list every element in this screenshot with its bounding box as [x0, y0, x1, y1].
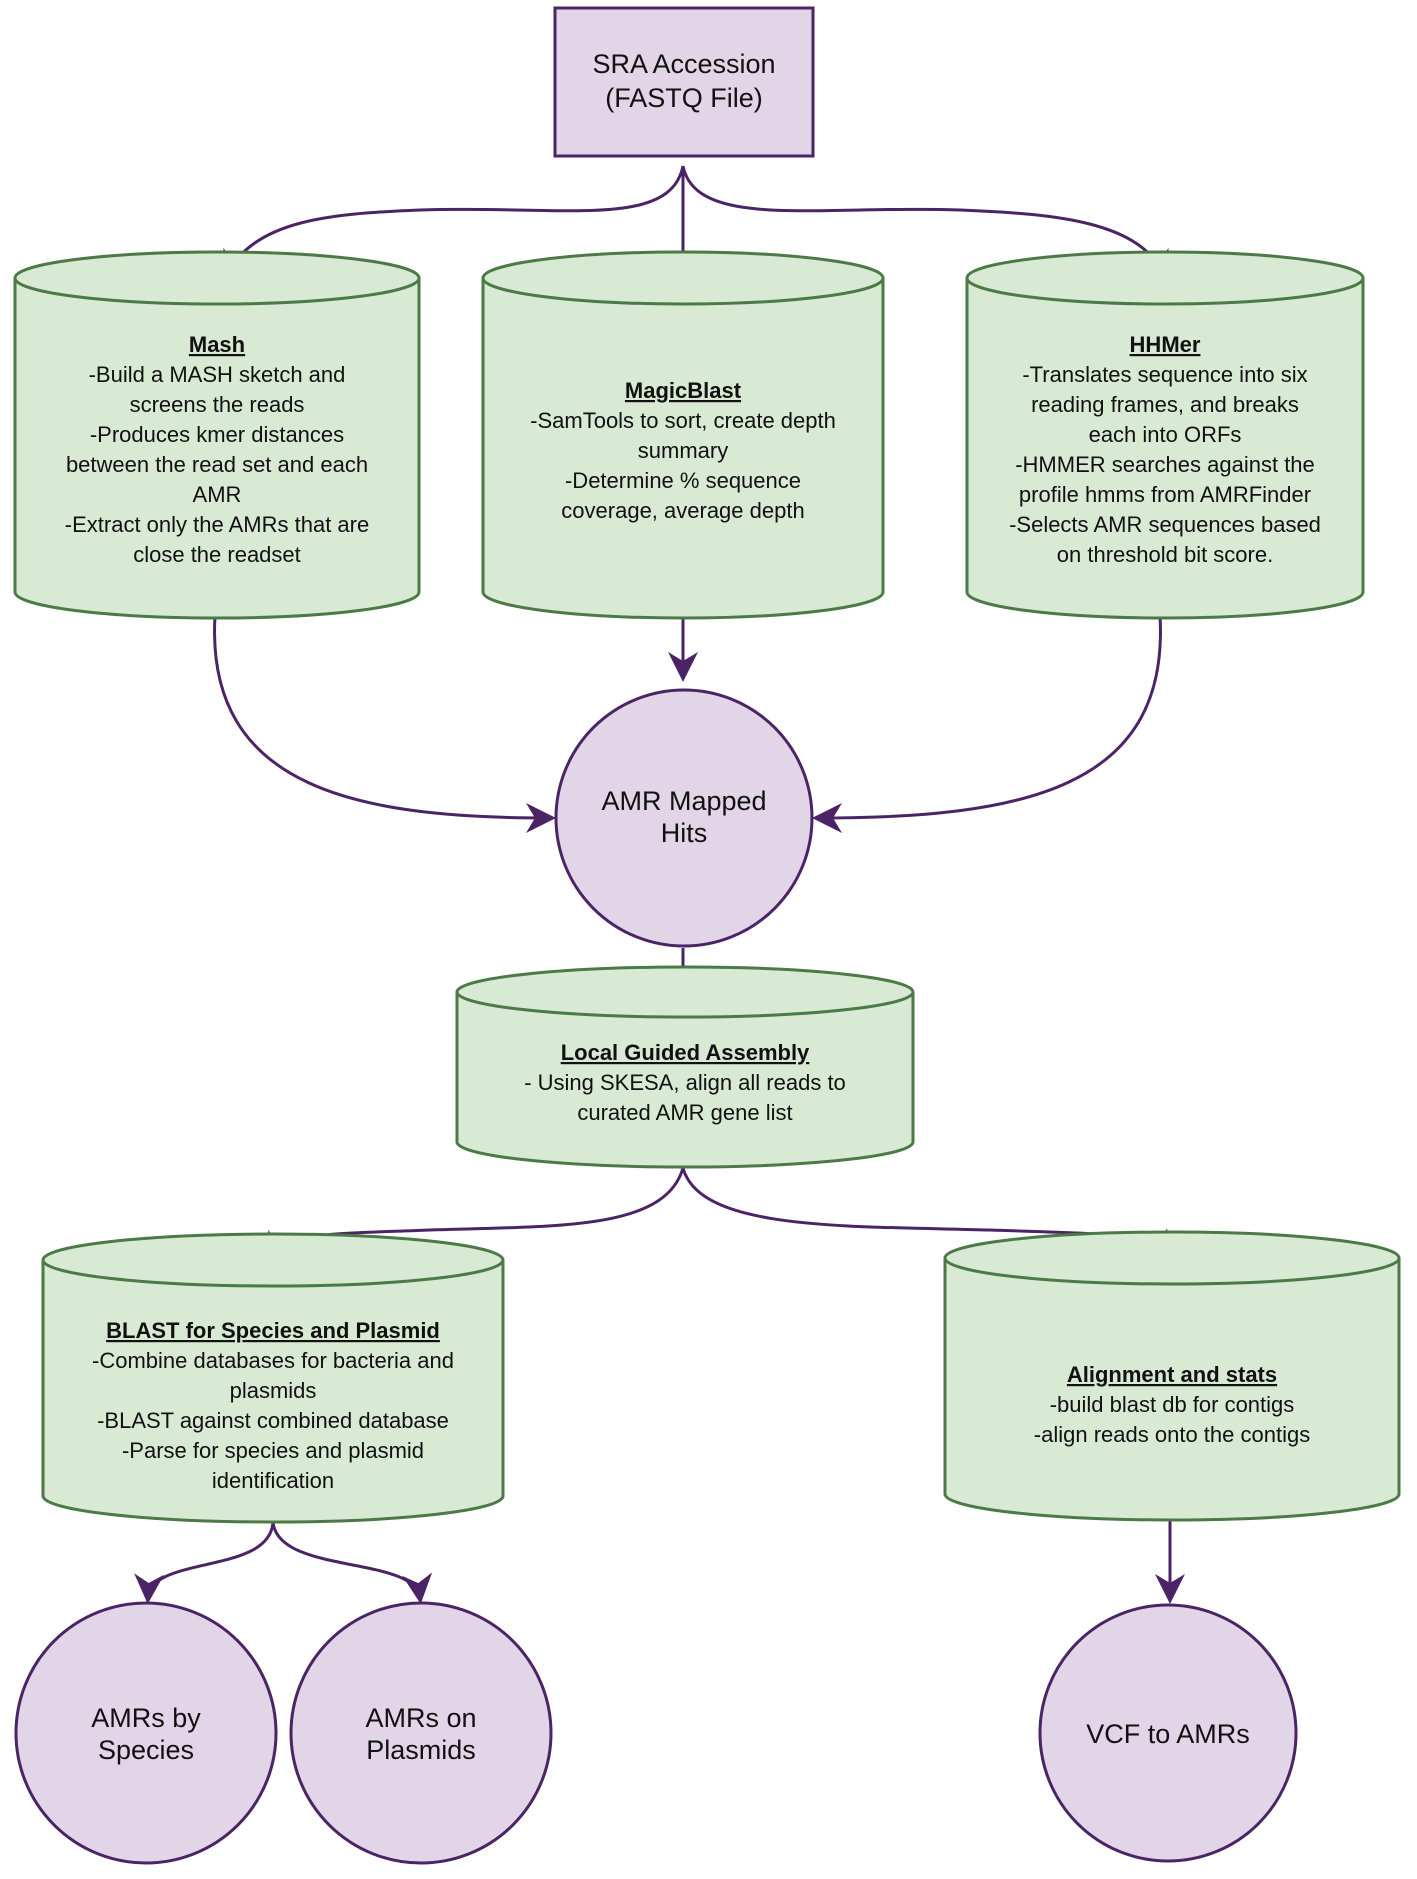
magicblast-title: MagicBlast: [625, 378, 742, 403]
hhmer-line-1: -Translates sequence into six: [1022, 362, 1307, 387]
amr-hits-line1: AMR Mapped: [601, 786, 766, 816]
hhmer-line-4: -HMMER searches against the: [1015, 452, 1315, 477]
assembly-line-1: - Using SKESA, align all reads to: [524, 1070, 846, 1095]
alignment-line-1: -build blast db for contigs: [1050, 1392, 1295, 1417]
amr-mapped-hits-node: AMR Mapped Hits: [554, 688, 814, 948]
alignment-stats-node: Alignment and stats -build blast db for …: [943, 1230, 1401, 1522]
blast-line-2: plasmids: [230, 1378, 317, 1403]
magicblast-line-4: coverage, average depth: [561, 498, 804, 523]
hhmer-line-6: -Selects AMR sequences based: [1009, 512, 1321, 537]
edge-sra-to-hhmer: [681, 165, 1169, 282]
magicblast-node: MagicBlast -SamTools to sort, create dep…: [481, 250, 885, 620]
mash-line-7: close the readset: [133, 542, 301, 567]
amr-hits-line2: Hits: [661, 818, 708, 848]
assembly-line-2: curated AMR gene list: [577, 1100, 792, 1125]
hhmer-title: HHMer: [1130, 332, 1201, 357]
amrs-on-plasmids-node: AMRs on Plasmids: [289, 1601, 553, 1865]
amrs-by-species-node: AMRs by Species: [14, 1601, 278, 1865]
amrs-plasmids-line1: AMRs on: [365, 1703, 476, 1733]
edge-hhmer-to-hits: [812, 615, 1162, 833]
blast-line-1: -Combine databases for bacteria and: [92, 1348, 454, 1373]
alignment-title: Alignment and stats: [1067, 1362, 1277, 1387]
local-guided-assembly-node: Local Guided Assembly - Using SKESA, ali…: [455, 965, 915, 1169]
mash-line-1: -Build a MASH sketch and: [89, 362, 346, 387]
sra-line1: SRA Accession: [592, 49, 775, 79]
mash-title: Mash: [189, 332, 245, 357]
mash-line-6: -Extract only the AMRs that are: [65, 512, 369, 537]
edge-sra-to-mash: [222, 165, 685, 282]
magicblast-line-3: -Determine % sequence: [565, 468, 801, 493]
magicblast-line-2: summary: [638, 438, 728, 463]
hhmer-line-5: profile hmms from AMRFinder: [1019, 482, 1311, 507]
mash-line-2: screens the reads: [130, 392, 305, 417]
assembly-title: Local Guided Assembly: [561, 1040, 810, 1065]
amrs-species-line2: Species: [98, 1735, 194, 1765]
amrs-species-line1: AMRs by: [91, 1703, 201, 1733]
edge-blast-to-species: [134, 1521, 275, 1604]
edge-mash-to-hits: [213, 615, 556, 833]
blast-species-plasmid-node: BLAST for Species and Plasmid -Combine d…: [41, 1232, 505, 1524]
blast-title: BLAST for Species and Plasmid: [106, 1318, 440, 1343]
mash-line-3: -Produces kmer distances: [90, 422, 344, 447]
mash-node: Mash -Build a MASH sketch and screens th…: [13, 250, 421, 620]
hhmer-line-2: reading frames, and breaks: [1031, 392, 1299, 417]
magicblast-line-1: -SamTools to sort, create depth: [530, 408, 836, 433]
amrs-plasmids-line2: Plasmids: [366, 1735, 476, 1765]
alignment-line-2: -align reads onto the contigs: [1034, 1422, 1310, 1447]
mash-line-5: AMR: [193, 482, 242, 507]
hhmer-node: HHMer -Translates sequence into six read…: [965, 250, 1365, 620]
mash-line-4: between the read set and each: [66, 452, 368, 477]
blast-line-5: identification: [212, 1468, 334, 1493]
hhmer-line-3: each into ORFs: [1089, 422, 1242, 447]
sra-accession-node: SRA Accession (FASTQ File): [553, 6, 815, 158]
blast-line-4: -Parse for species and plasmid: [122, 1438, 424, 1463]
vcf-to-amrs-node: VCF to AMRs: [1038, 1603, 1298, 1863]
edge-blast-to-plasmids: [271, 1521, 433, 1604]
hhmer-line-7: on threshold bit score.: [1057, 542, 1273, 567]
blast-line-3: -BLAST against combined database: [97, 1408, 449, 1433]
vcf-line1: VCF to AMRs: [1086, 1719, 1250, 1749]
sra-line2: (FASTQ File): [605, 83, 763, 113]
